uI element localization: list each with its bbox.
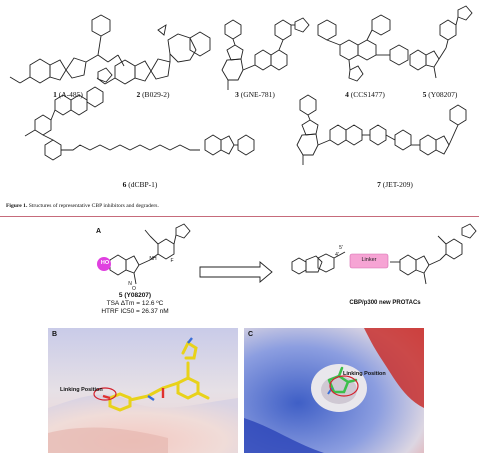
figure-caption: Figure 1. Structures of representative C… [6,203,476,209]
compound-number: 4 [345,90,349,99]
compound-number: 1 [53,90,57,99]
compound-name: (Y08207) [428,90,458,99]
o-label: O [132,286,136,292]
htrf-value: HTRF IC50 = 26.37 nM [101,308,169,315]
compound-label-4: 4 (CCS1477) [330,90,400,99]
compound-label-1: 1 (A-485) [38,90,98,99]
compound-name: (B029-2) [142,90,170,99]
panel-b-image [48,328,238,453]
f-label: F [170,258,174,264]
compound-label-6: 6 (dCBP-1) [100,180,180,189]
structure-4 [317,14,409,82]
linking-position-circle [93,387,117,401]
compound-number: 3 [235,90,239,99]
compound-number: 5 [118,292,123,299]
tsa-value: TSA ΔTm = 12.6 ºC [106,300,164,307]
compound-name: (dCBP-1) [128,180,158,189]
structure-6 [24,67,255,161]
structure-5 [409,5,473,79]
ho-label: HO [100,260,110,266]
panel-a-scheme [97,223,477,285]
compound-name: (CCS1477) [350,90,385,99]
n-label: N [128,281,132,287]
compound-label-7: 7 (JET-209) [355,180,435,189]
panel-a-letter: A [96,228,102,235]
panel-c-image [244,328,424,453]
linker-box [349,253,389,269]
compound-number: 5 [422,90,427,99]
compound-name: (A-485) [58,90,83,99]
caption-label: Figure 1. [6,203,28,209]
panel-c-annotation: Linking Position [343,371,386,377]
position-4-label: 4' [335,252,339,258]
figure1-structures [9,5,473,165]
compound-label-5: 5 (Y08207) [410,90,470,99]
compound-name: (GNE-781) [240,90,275,99]
linking-position-circle [329,375,359,397]
position-5-label: 5' [339,245,343,251]
panel-b-letter: B [52,331,58,338]
structure-2 [96,24,211,85]
compound-number: 7 [377,180,381,189]
caption-text: Structures of representative CBP inhibit… [28,203,159,209]
protac-title: CBP/p300 new PROTACs [349,300,421,306]
structure-3 [221,17,310,90]
nh-label: NH [149,256,157,262]
panel-c-letter: C [248,331,254,338]
compound-label-2: 2 (B029-2) [118,90,188,99]
compound-name: (Y08207) [124,292,152,299]
compound-label-3: 3 (GNE-781) [220,90,290,99]
compound-name: (JET-209) [382,180,413,189]
section-divider [0,216,479,217]
structure-1 [9,14,125,84]
structure-7 [296,94,467,165]
compound-number: 6 [122,180,127,189]
ho-highlight [97,257,111,271]
panel-b-annotation: Linking Position [60,387,103,393]
y08207-label: 5 (Y08207) [100,292,170,299]
linker-label: Linker [361,257,377,263]
compound-number: 2 [136,90,141,99]
